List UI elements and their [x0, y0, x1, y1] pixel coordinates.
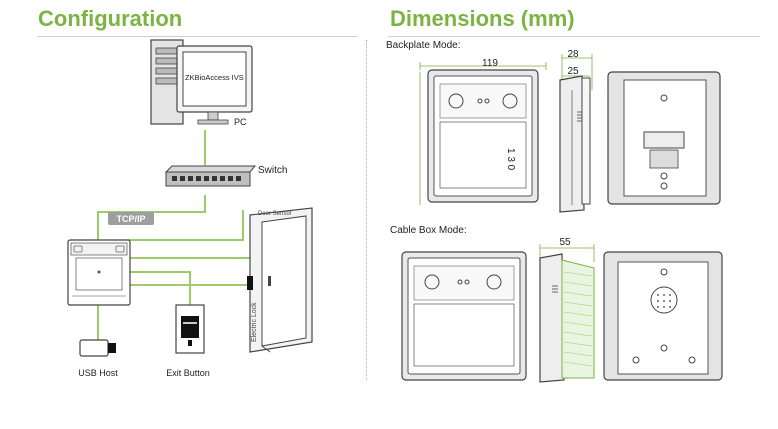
- backplate-side-view: [559, 54, 593, 213]
- electric-lock-label: Electric Lock: [251, 302, 258, 342]
- front-panel-digits: 1 3 0: [505, 148, 516, 171]
- dimensions-heading: Dimensions (mm): [390, 6, 575, 31]
- exit-button-label: Exit Button: [166, 368, 210, 378]
- network-switch: [164, 165, 257, 187]
- usb-stick-icon: [79, 339, 116, 357]
- tcp-ip-label: TCP/IP: [116, 214, 145, 224]
- pc-screen-text: ZKBioAccess IVS: [185, 73, 244, 82]
- depth-25-label: 25: [567, 66, 579, 77]
- cable-box-front-view: [401, 251, 527, 381]
- backplate-front-view: [419, 62, 547, 205]
- access-terminal: [67, 239, 131, 306]
- door-sensor-label: Door Sensor: [258, 211, 292, 217]
- door-icon: [247, 207, 313, 353]
- depth-55-label: 55: [559, 237, 571, 248]
- backplate-mode-label: Backplate Mode:: [386, 40, 461, 51]
- usb-host-label: USB Host: [78, 368, 118, 378]
- configuration-underline: [38, 36, 358, 37]
- cable-box-mode-label: Cable Box Mode:: [390, 225, 467, 236]
- exit-button-icon: [175, 304, 205, 354]
- depth-28-label: 28: [567, 49, 579, 60]
- connection-wires: [97, 130, 250, 340]
- tcp-ip-badge: [108, 212, 154, 225]
- dimensions-underline: [388, 36, 760, 37]
- backplate-rear-view: [607, 71, 721, 205]
- pc-label: PC: [234, 117, 247, 127]
- pc-computer: [150, 39, 253, 125]
- configuration-heading: Configuration: [38, 6, 183, 31]
- cable-box-rear-view: [603, 251, 723, 381]
- switch-label: Switch: [258, 165, 287, 176]
- section-divider: [366, 40, 367, 380]
- cable-box-side-view: [539, 244, 595, 383]
- width-119-label: 119: [482, 58, 498, 69]
